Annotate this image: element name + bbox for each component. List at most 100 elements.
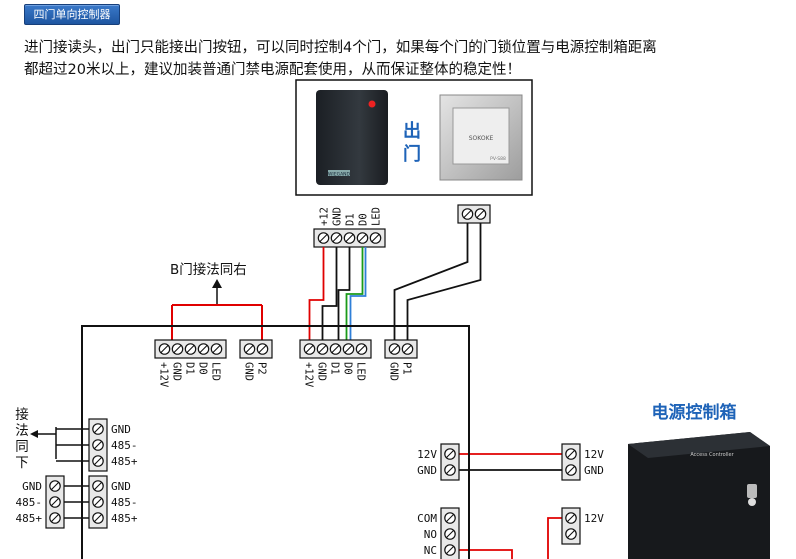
door-a-button-terminal-screw bbox=[401, 343, 414, 355]
power-box-title: 电源控制箱 bbox=[652, 402, 737, 423]
door-b-arrow bbox=[171, 279, 263, 340]
same-below-char: 法 bbox=[15, 423, 29, 439]
door-a-button-terminal-screw bbox=[388, 343, 401, 355]
wire bbox=[459, 549, 513, 559]
box-lock-screw bbox=[565, 512, 577, 524]
controller-rs485-screw bbox=[92, 439, 104, 451]
same-below-char: 同 bbox=[15, 439, 29, 455]
external-rs485-in-screw bbox=[49, 496, 61, 508]
terminal-label: 485- bbox=[111, 496, 138, 509]
terminal-label: 485+ bbox=[111, 512, 138, 525]
controller-rs485-screw bbox=[92, 423, 104, 435]
button-brand: SOKOKE bbox=[469, 135, 494, 142]
button-terminal-screw bbox=[474, 208, 487, 220]
reader-terminal-screw bbox=[343, 232, 356, 244]
description-line-1: 进门接读头，出门只能接出门按钮，可以同时控制4个门，如果每个门的门锁位置与电源控… bbox=[24, 40, 657, 56]
door-a-reader-terminal-screw bbox=[303, 343, 316, 355]
door-b-reader-terminal-screw bbox=[210, 343, 223, 355]
section-tab[interactable]: 四门单向控制器 bbox=[24, 4, 120, 25]
door-b-reader-terminal-screw bbox=[197, 343, 210, 355]
wire bbox=[321, 247, 338, 340]
terminal-label: LED bbox=[355, 362, 367, 381]
wire bbox=[345, 247, 364, 340]
reader-pin-label: +12 bbox=[319, 207, 331, 226]
door-a-reader-terminal-screw bbox=[342, 343, 355, 355]
relay-screw bbox=[444, 528, 456, 540]
reader-terminal-screw bbox=[356, 232, 369, 244]
terminal-label: GND bbox=[417, 464, 437, 477]
terminal-label: GND bbox=[316, 362, 328, 381]
external-rs485-in-screw bbox=[49, 512, 61, 524]
terminal-label: GND bbox=[171, 362, 183, 381]
terminal-label: 485- bbox=[16, 496, 43, 509]
reader-pin-label: LED bbox=[371, 207, 383, 226]
terminal-label: P1 bbox=[401, 362, 413, 375]
terminal-label: D0 bbox=[342, 362, 354, 375]
terminal-label: 12V bbox=[584, 512, 604, 525]
controller-rs485-terminal: GND 485- 485+ bbox=[88, 418, 138, 472]
terminal-label: 485+ bbox=[111, 455, 138, 468]
wire bbox=[406, 223, 482, 340]
terminal-label: +12V bbox=[303, 362, 315, 388]
terminal-label: GND bbox=[388, 362, 400, 381]
reader-terminal-screw bbox=[330, 232, 343, 244]
terminal-label: COM bbox=[417, 512, 437, 525]
door-a-reader-terminal-screw bbox=[329, 343, 342, 355]
reader-brand: WIEGAND bbox=[328, 172, 351, 178]
controller-rs485-screw bbox=[92, 455, 104, 467]
terminal-label: P2 bbox=[256, 362, 268, 375]
power-box-device-text: Access Controller bbox=[690, 452, 734, 458]
reader-pin-label: GND bbox=[332, 207, 344, 226]
exit-label-bottom: 门 bbox=[403, 143, 421, 165]
terminal-label: NO bbox=[424, 528, 437, 541]
wire bbox=[337, 247, 351, 340]
terminal-label: GND bbox=[111, 480, 131, 493]
terminal-label: 485- bbox=[111, 439, 138, 452]
terminal-label: 12V bbox=[417, 448, 437, 461]
reader-terminal-block bbox=[313, 228, 386, 248]
terminal-label: GND bbox=[22, 480, 42, 493]
same-below-char: 下 bbox=[15, 455, 29, 471]
door-a-reader-terminal-screw bbox=[316, 343, 329, 355]
external-rs485-in-screw bbox=[49, 480, 61, 492]
box-power-screw bbox=[565, 464, 577, 476]
door-b-reader-terminal-screw bbox=[171, 343, 184, 355]
door-b-reader-terminal-screw bbox=[184, 343, 197, 355]
relay-screw bbox=[444, 544, 456, 556]
same-below-char: 接 bbox=[15, 406, 29, 423]
button-terminal-screw bbox=[461, 208, 474, 220]
box-lock-screw bbox=[565, 528, 577, 540]
terminal-label: D0 bbox=[197, 362, 209, 375]
box-power-screw bbox=[565, 448, 577, 460]
exit-label-top: 出 bbox=[403, 120, 421, 142]
door-b-label: B门接法同右 bbox=[170, 261, 247, 278]
button-model: PV-S88 bbox=[490, 156, 506, 162]
terminal-label: NC bbox=[424, 544, 437, 557]
door-b-button-terminal-screw bbox=[243, 343, 256, 355]
relay-screw bbox=[444, 512, 456, 524]
terminal-label: LED bbox=[210, 362, 222, 381]
door-b-reader-terminal-screw bbox=[158, 343, 171, 355]
terminal-label: GND bbox=[111, 423, 131, 436]
exit-button: SOKOKE PV-S88 bbox=[439, 94, 523, 181]
power-box-image: Access Controller bbox=[628, 432, 770, 559]
external-rs485-out-screw bbox=[92, 496, 104, 508]
reader-terminal-screw bbox=[369, 232, 382, 244]
controller-power-screw bbox=[444, 464, 456, 476]
wire bbox=[349, 247, 367, 340]
terminal-label: D1 bbox=[329, 362, 341, 375]
reader-pin-label: D1 bbox=[345, 213, 357, 226]
terminal-label: GND bbox=[243, 362, 255, 381]
external-rs485-out-screw bbox=[92, 480, 104, 492]
terminal-label: GND bbox=[584, 464, 604, 477]
reader-pin-label: D0 bbox=[358, 213, 370, 226]
wire bbox=[547, 517, 562, 559]
button-terminal-block bbox=[457, 204, 491, 224]
door-a-reader-terminal-screw bbox=[355, 343, 368, 355]
controller-box bbox=[81, 325, 470, 559]
wire bbox=[393, 223, 469, 340]
